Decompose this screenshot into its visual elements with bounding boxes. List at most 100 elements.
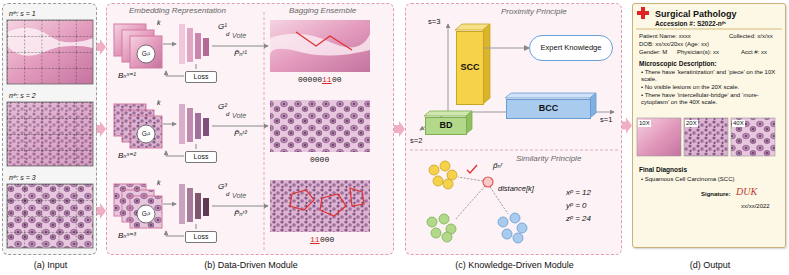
node-text: Collected: x/x/xx: [729, 33, 773, 40]
divider: [410, 150, 618, 151]
input-image: nᵗʰ: s = 2: [6, 91, 96, 167]
input-slides: [7, 20, 93, 248]
annotation: 11: [310, 235, 320, 245]
node-text: Expert Knowledge: [541, 44, 602, 52]
input-panel: (a) Inputnᵗʰ: s = 1nᵗʰ: s = 2nᵗʰ: s = 3: [2, 3, 97, 255]
annotation: 11: [322, 75, 332, 85]
node-text: Loss: [194, 73, 209, 81]
annotation: p̃ₙʳ: [493, 161, 502, 171]
annotation: s=2: [410, 136, 422, 145]
class-cube: BCC: [506, 99, 591, 119]
node-text: Surgical Pathology: [655, 9, 737, 20]
node-text: BD: [440, 121, 453, 131]
annotation: Vote: [232, 192, 246, 200]
node-text: Similarity Principle: [516, 154, 581, 164]
annotation: Bₙˢ⁼²: [118, 151, 136, 161]
annotation: P̃ₙʳ³: [234, 209, 247, 219]
annotation: P̃ₙʳ¹: [234, 49, 247, 59]
annotation: xᵖ = 12: [566, 188, 591, 198]
annotation: 10X: [638, 120, 651, 127]
annotation: 40X: [732, 120, 745, 127]
node-text: (a) Input: [3, 260, 98, 271]
node-text: Gender: M: [639, 49, 667, 56]
annotation: Gₗ²: [136, 130, 156, 138]
node-text: (b) Data-Driven Module: [107, 260, 395, 271]
node-text: Signature:: [701, 191, 731, 198]
node-text: Acct #: xx: [741, 49, 767, 56]
annotation: s=1: [600, 115, 612, 124]
annotation: zᵖ = 24: [566, 214, 591, 224]
flow-arrow: [622, 118, 632, 134]
panel-grounds: [2, 3, 786, 255]
node-text: Physician(s): xx: [677, 49, 719, 56]
loss-box: Loss: [185, 71, 217, 83]
loss-box: Loss: [185, 151, 217, 163]
node-text: • There have ‘keratinization’ and ‘piece…: [641, 69, 783, 83]
node-text: Proximity Principle: [501, 7, 567, 17]
annotation: distance[k]: [498, 184, 534, 193]
input-image: nᵗʰ: s = 3: [6, 173, 96, 249]
node-text: SCC: [460, 63, 479, 73]
node-text: Microscopic Description:: [639, 60, 717, 68]
annotation: Vote: [232, 32, 246, 40]
connector-arrow: [484, 47, 529, 48]
node-text: Patient Name: xxxx: [639, 33, 691, 40]
annotation: d: [226, 31, 229, 38]
class-cube: BD: [425, 117, 467, 135]
node-text: nᵗʰ: s = 2: [9, 92, 36, 100]
node-text: Final Diagnosis: [639, 166, 687, 174]
node-text: Embedding Representation: [129, 6, 226, 16]
flow-arrow: [96, 39, 106, 55]
annotation: k: [157, 99, 161, 107]
annotation: 000: [320, 235, 334, 245]
annotation: 20X: [685, 120, 698, 127]
annotation: k: [157, 179, 161, 187]
flow-arrow: [394, 121, 405, 137]
scale-row: [114, 100, 370, 156]
node-text: (d) Output: [633, 260, 787, 271]
node-text: nᵗʰ: s = 1: [9, 10, 36, 18]
divider: [264, 12, 265, 250]
node-text: • Squamous Cell Carcinoma (SCC): [641, 176, 734, 183]
node-text: Loss: [194, 233, 209, 241]
node-text: BCC: [539, 104, 559, 114]
annotation: G²: [218, 102, 227, 112]
flow-arrow: [96, 203, 106, 219]
annotation: d: [226, 191, 229, 198]
annotation: d: [226, 111, 229, 118]
annotation: Bₙˢ⁼³: [118, 231, 136, 241]
annotation: 00000: [298, 75, 322, 85]
annotation: 00: [332, 75, 342, 85]
annotation: G³: [218, 182, 227, 192]
scale-row: [114, 180, 370, 236]
node-text: (c) Knowledge-Driven Module: [406, 260, 623, 271]
knowledge-bubble: Expert Knowledge: [529, 35, 613, 61]
scale-row: [114, 20, 370, 76]
module-panel: (b) Data-Driven ModuleEmbedding Represen…: [106, 3, 394, 255]
annotation: Vote: [232, 112, 246, 120]
node-text: • There have ‘intercellular-bridge’ and …: [641, 92, 783, 106]
node-text: nᵗʰ: s = 3: [9, 174, 36, 182]
node-text: • No visible lesions on the 20X scale.: [641, 84, 783, 91]
class-cube: SCC: [456, 31, 484, 105]
proximity-axes: [420, 24, 614, 134]
annotation: 0000: [310, 155, 329, 165]
report-card: (d) OutputSurgical PathologyAccession #:…: [632, 3, 786, 248]
loss-box: Loss: [185, 231, 217, 243]
node-text: Accession #: S2022-nᵗʰ: [655, 20, 726, 28]
node-text: DOB: xx/xx/20xx (Age: xx): [639, 41, 709, 48]
annotation: P̃ₙʳ²: [234, 129, 247, 139]
node-text: Loss: [194, 153, 209, 161]
node-text: xx/xx/2022: [741, 203, 770, 210]
annotation: G¹: [218, 22, 227, 32]
flow-arrow: [96, 121, 106, 137]
annotation: Bₙˢ⁼¹: [118, 71, 136, 81]
annotation: yᵖ = 0: [566, 201, 587, 211]
report-art: [636, 7, 782, 156]
annotation: k: [157, 19, 161, 27]
annotation: Gₗ¹: [136, 50, 156, 58]
input-image: nᵗʰ: s = 1: [6, 9, 96, 85]
similarity-clusters: [427, 161, 527, 243]
annotation: Gₗ³: [136, 210, 156, 218]
annotation: s=3: [428, 17, 440, 26]
